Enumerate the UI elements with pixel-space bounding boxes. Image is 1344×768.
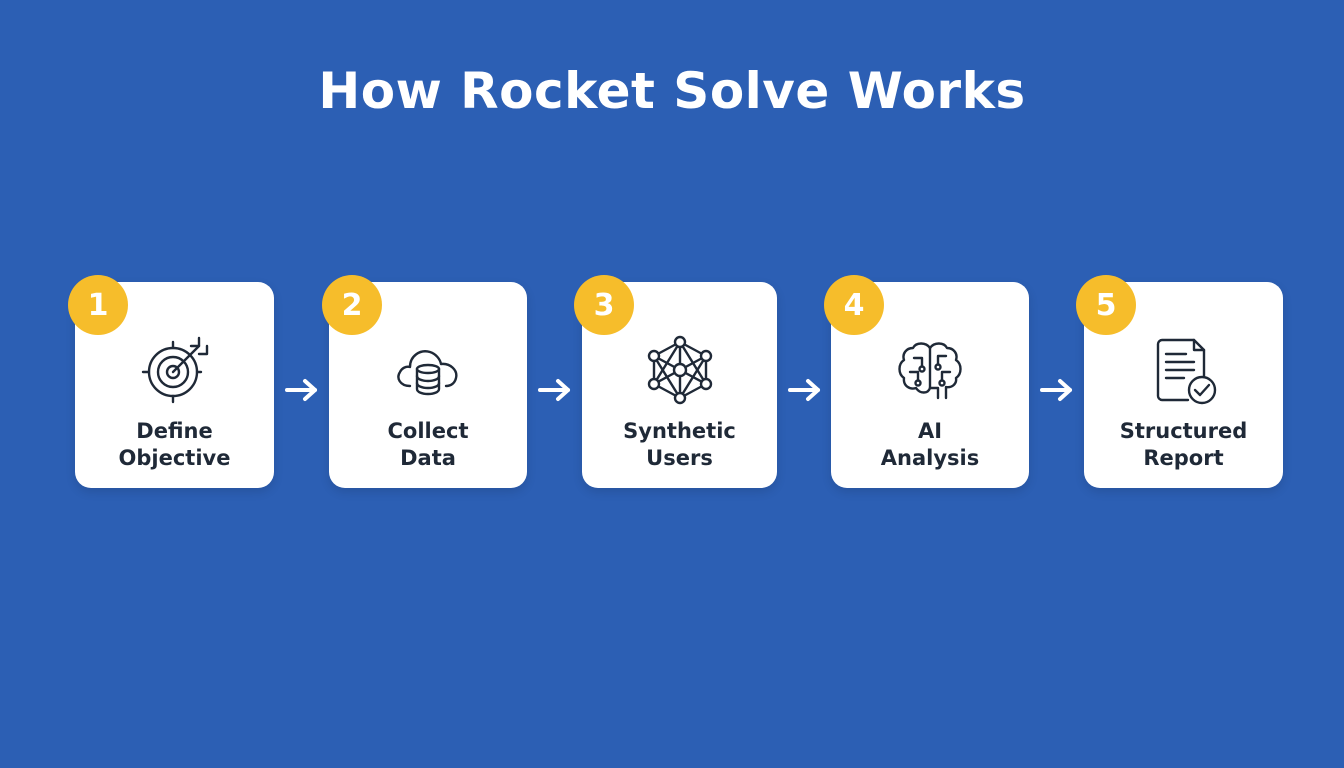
step-badge-2: 2 xyxy=(322,275,382,335)
arrow-right-icon xyxy=(1038,376,1076,404)
step-label: Structured Report xyxy=(1119,419,1248,470)
step-label: Define Objective xyxy=(118,419,231,470)
network-icon xyxy=(644,334,716,406)
step-label: AI Analysis xyxy=(880,419,980,470)
arrow-right-icon xyxy=(536,376,574,404)
arrow-right-icon xyxy=(283,376,321,404)
step-label: Collect Data xyxy=(387,419,469,470)
page-title: How Rocket Solve Works xyxy=(318,62,1026,120)
step-badge-1: 1 xyxy=(68,275,128,335)
step-card-5: Structured Report xyxy=(1084,282,1283,488)
brain-icon xyxy=(894,334,966,406)
step-badge-4: 4 xyxy=(824,275,884,335)
target-icon xyxy=(139,334,211,406)
cloud-database-icon xyxy=(392,334,464,406)
step-badge-5: 5 xyxy=(1076,275,1136,335)
step-label: Synthetic Users xyxy=(623,419,736,470)
step-badge-3: 3 xyxy=(574,275,634,335)
arrow-right-icon xyxy=(786,376,824,404)
report-check-icon xyxy=(1148,334,1220,406)
